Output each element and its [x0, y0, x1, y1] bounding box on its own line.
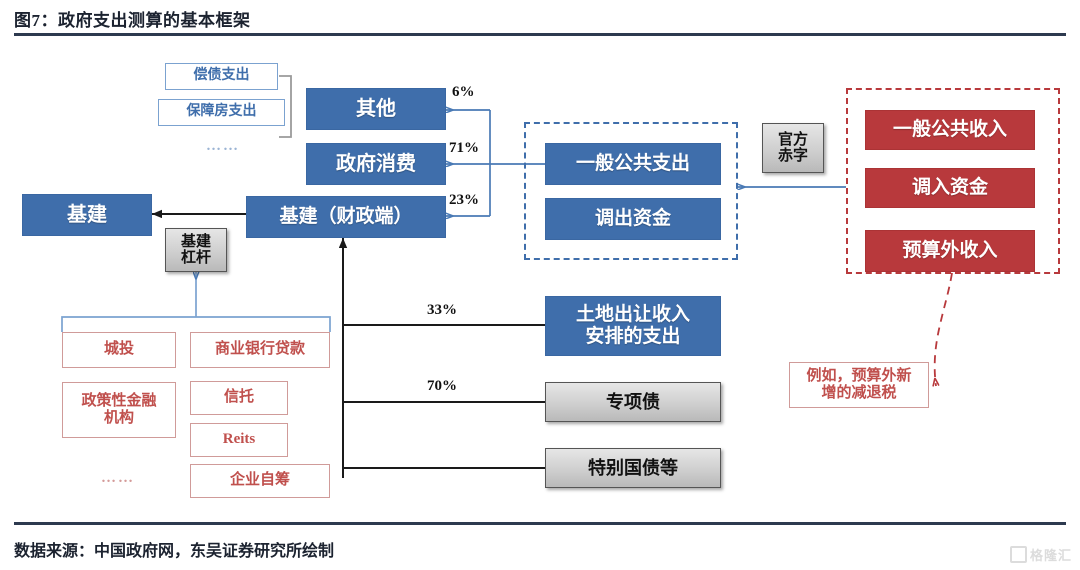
deficit-line-1: 官方: [777, 131, 808, 148]
box-reits[interactable]: Reits: [190, 423, 288, 457]
box-land-transfer-expenditure[interactable]: 土地出让收入 安排的支出: [545, 296, 721, 356]
land-line-1: 土地出让收入: [575, 304, 690, 326]
edge-leverage-bracket: [61, 272, 331, 332]
box-debt-repayment[interactable]: 偿债支出: [165, 63, 278, 90]
box-transfer-out-funds[interactable]: 调出资金: [545, 198, 721, 240]
box-official-deficit[interactable]: 官方 赤字: [762, 123, 824, 173]
box-trust[interactable]: 信托: [190, 381, 288, 415]
title-divider: [14, 33, 1066, 36]
land-line-2: 安排的支出: [585, 326, 681, 347]
watermark-text: 格隆汇: [1029, 548, 1072, 563]
box-affordable-housing[interactable]: 保障房支出: [158, 99, 285, 126]
box-transfer-in-funds[interactable]: 调入资金: [865, 168, 1035, 208]
pct-33: 33%: [427, 302, 457, 318]
box-government-consumption[interactable]: 政府消费: [306, 143, 446, 185]
deficit-line-2: 赤字: [777, 148, 808, 164]
edge-offbudget-note: [935, 272, 953, 386]
figure-source: 数据来源：中国政府网，东吴证券研究所绘制: [14, 543, 335, 560]
box-infrastructure-leverage[interactable]: 基建 杠杆: [165, 228, 227, 272]
pct-6: 6%: [452, 84, 475, 100]
box-special-treasury-bonds[interactable]: 特别国债等: [545, 448, 721, 488]
watermark-logo-icon: [1009, 546, 1027, 563]
note-line-1: 例如，预算外新: [806, 367, 912, 384]
box-special-bonds[interactable]: 专项债: [545, 382, 721, 422]
note-line-2: 增的减退税: [821, 385, 897, 401]
box-urban-investment[interactable]: 城投: [62, 332, 176, 368]
box-policy-financial-institutions[interactable]: 政策性金融 机构: [62, 382, 176, 438]
box-commercial-bank-loans[interactable]: 商业银行贷款: [190, 332, 330, 368]
edge-funding-trunk: [338, 238, 545, 478]
pct-70: 70%: [427, 378, 457, 394]
pct-71: 71%: [449, 140, 479, 156]
policy-line-1: 政策性金融: [81, 392, 157, 409]
footer-divider: [14, 522, 1066, 525]
box-general-public-revenue[interactable]: 一般公共收入: [865, 110, 1035, 150]
page-title: 图7：政府支出测算的基本框架: [14, 11, 251, 30]
box-infrastructure[interactable]: 基建: [22, 194, 152, 236]
revenue-group-dashed: [846, 88, 1060, 274]
leverage-line-2: 杠杆: [180, 250, 211, 266]
watermark: 格隆汇: [1009, 545, 1072, 564]
ellipsis-blue: ……: [206, 138, 240, 154]
box-other[interactable]: 其他: [306, 88, 446, 130]
expenditure-group-dashed: [524, 122, 738, 260]
box-general-public-expenditure[interactable]: 一般公共支出: [545, 143, 721, 185]
leverage-line-1: 基建: [180, 233, 211, 250]
box-infrastructure-fiscal[interactable]: 基建（财政端）: [246, 196, 446, 238]
box-off-budget-revenue[interactable]: 预算外收入: [865, 230, 1035, 272]
policy-line-2: 机构: [103, 410, 134, 426]
pct-23: 23%: [449, 192, 479, 208]
box-enterprise-self-raised[interactable]: 企业自筹: [190, 464, 330, 498]
box-note-off-budget-tax-cut[interactable]: 例如，预算外新 增的减退税: [789, 362, 929, 408]
ellipsis-red: ……: [101, 470, 135, 486]
